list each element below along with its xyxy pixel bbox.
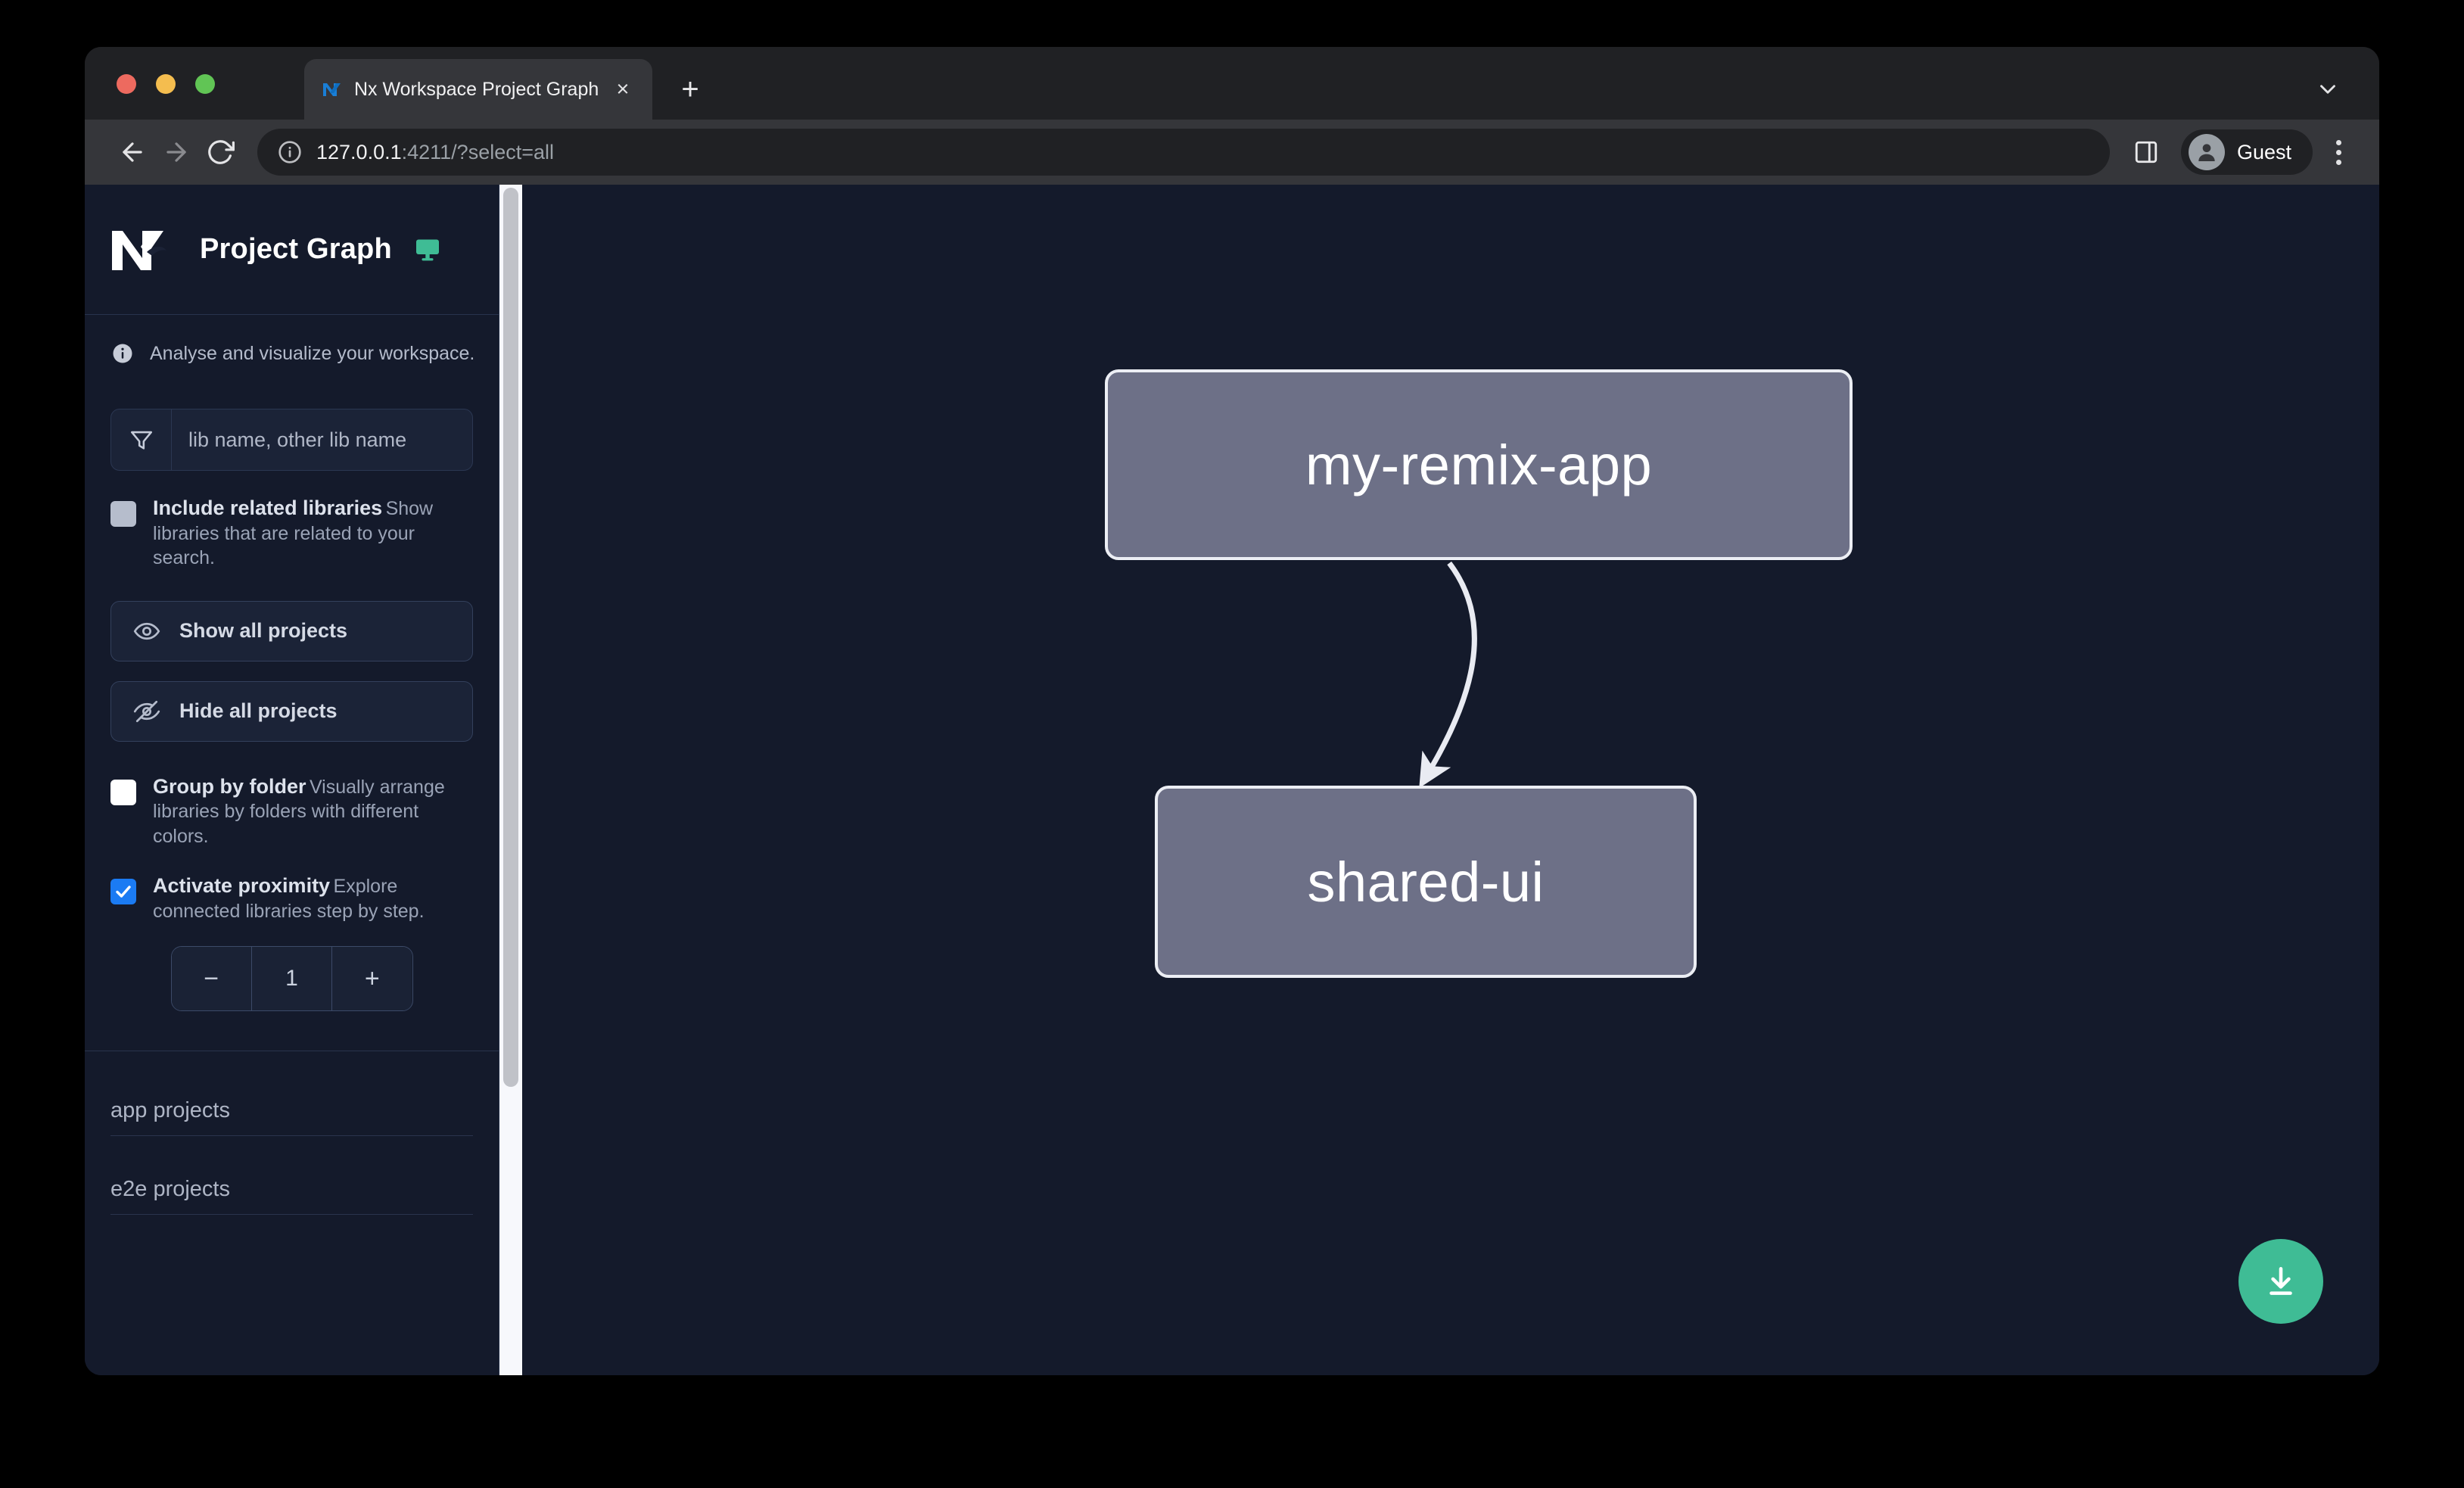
back-button-icon[interactable] [110, 130, 154, 174]
browser-tab-title: Nx Workspace Project Graph [354, 78, 599, 100]
show-all-projects-label: Show all projects [179, 619, 348, 642]
sidebar-subtitle-text: Analyse and visualize your workspace. [150, 342, 475, 364]
reload-button-icon[interactable] [198, 130, 242, 174]
graph-edge-my-remix-app-to-shared-ui [1419, 561, 1477, 789]
hide-all-projects-button[interactable]: Hide all projects [110, 680, 473, 742]
filter-input-wrapper[interactable] [110, 409, 473, 471]
sidebar-scrollbar[interactable] [499, 185, 522, 1375]
checkbox-include-related-libraries[interactable] [110, 501, 136, 527]
download-graph-button[interactable] [2238, 1239, 2323, 1324]
proximity-decrement-button[interactable]: − [171, 947, 251, 1010]
sidebar: Project Graph Analy [85, 185, 499, 1375]
profile-name-label: Guest [2236, 140, 2291, 163]
sidebar-header: Project Graph [85, 185, 499, 315]
checkbox-activate-proximity[interactable] [110, 879, 136, 904]
eye-icon [132, 617, 161, 646]
sidebar-section-e2e-projects[interactable]: e2e projects [110, 1177, 473, 1215]
filter-icon [111, 409, 172, 470]
url-path: :4211/?select=all [401, 140, 555, 163]
scrollbar-thumb[interactable] [503, 188, 518, 1087]
browser-window: Nx Workspace Project Graph × + [85, 47, 2379, 1375]
chevron-down-icon[interactable] [2310, 71, 2346, 107]
search-input[interactable] [172, 409, 473, 470]
option-activate-proximity[interactable]: Activate proximity Explore connected lib… [110, 874, 473, 923]
sidebar-subtitle: Analyse and visualize your workspace. [85, 315, 499, 392]
checkbox-group-by-folder[interactable] [110, 779, 136, 805]
new-tab-button[interactable]: + [681, 73, 699, 106]
nx-favicon-icon [321, 78, 344, 101]
browser-menu-icon[interactable] [2323, 139, 2354, 165]
address-bar-url: 127.0.0.1:4211/?select=all [316, 141, 554, 164]
sidebar-section-app-projects[interactable]: app projects [110, 1098, 473, 1136]
browser-toolbar: 127.0.0.1:4211/?select=all Guest [85, 120, 2379, 185]
profile-button[interactable]: Guest [2180, 129, 2313, 175]
page-title: Project Graph [200, 233, 392, 265]
minimize-window-button[interactable] [156, 74, 176, 94]
option-description: Show libraries that are related to your … [153, 498, 434, 568]
monitor-icon[interactable] [413, 235, 442, 264]
close-window-button[interactable] [117, 74, 136, 94]
window-traffic-lights [117, 74, 215, 94]
sidebar-body: Include related libraries Show libraries… [85, 392, 499, 1375]
avatar [2188, 134, 2225, 170]
project-graph-canvas[interactable]: my-remix-app shared-ui [499, 185, 2379, 1375]
browser-tab[interactable]: Nx Workspace Project Graph × [304, 59, 652, 120]
proximity-value: 1 [250, 947, 333, 1010]
show-all-projects-button[interactable]: Show all projects [110, 600, 473, 662]
option-group-by-folder[interactable]: Group by folder Visually arrange librari… [110, 775, 473, 849]
tab-strip: Nx Workspace Project Graph × + [85, 47, 2379, 120]
graph-node-my-remix-app[interactable]: my-remix-app [1105, 369, 1853, 560]
nx-logo-icon [109, 226, 179, 273]
maximize-window-button[interactable] [195, 74, 215, 94]
option-label: Include related libraries [153, 497, 383, 519]
eye-slash-icon [132, 697, 161, 726]
close-tab-icon[interactable]: × [616, 76, 630, 101]
graph-node-shared-ui[interactable]: shared-ui [1155, 786, 1697, 978]
site-info-icon[interactable] [277, 139, 303, 165]
graph-edges [1419, 561, 1477, 789]
address-bar[interactable]: 127.0.0.1:4211/?select=all [257, 129, 2110, 176]
option-label: Activate proximity [153, 874, 331, 897]
url-host: 127.0.0.1 [316, 140, 402, 163]
hide-all-projects-label: Hide all projects [179, 699, 338, 722]
option-description: Explore connected libraries step by step… [153, 876, 425, 922]
proximity-increment-button[interactable]: + [332, 947, 412, 1010]
info-icon [110, 341, 135, 366]
page-content: Project Graph Analy [85, 185, 2379, 1375]
quantity-stepper[interactable]: − 1 + [170, 946, 413, 1011]
option-include-related-libraries[interactable]: Include related libraries Show libraries… [110, 497, 473, 571]
option-description: Visually arrange libraries by folders wi… [153, 776, 445, 847]
option-label: Group by folder [153, 774, 306, 798]
side-panel-icon[interactable] [2130, 135, 2163, 169]
forward-button-icon [154, 130, 198, 174]
